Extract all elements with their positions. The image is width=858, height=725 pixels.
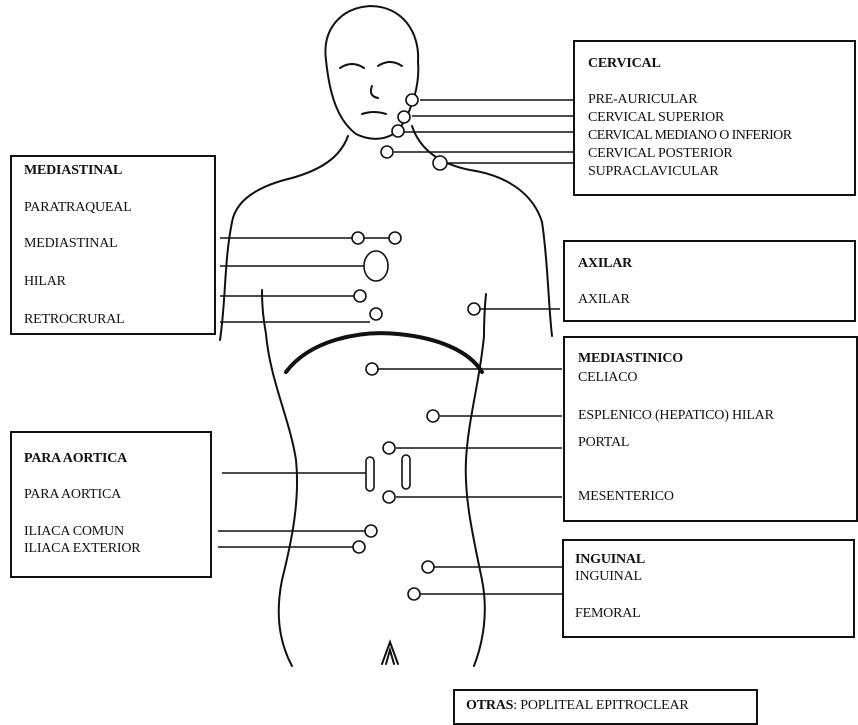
axilar-box	[563, 240, 856, 322]
cervical-title: CERVICAL	[588, 56, 661, 72]
mediastinal-title: MEDIASTINAL	[24, 163, 122, 179]
node-celiaco	[366, 363, 378, 375]
mediastinico-item-portal: PORTAL	[578, 435, 629, 451]
mediastinico-item-esplenico: ESPLENICO (HEPATICO) HILAR	[578, 408, 774, 424]
cervical-item-pre-auricular: PRE-AURICULAR	[588, 92, 697, 108]
node-inguinal	[422, 561, 434, 573]
otras-line: OTRAS: POPLITEAL EPITROCLEAR	[466, 698, 689, 714]
left-shoulder	[232, 136, 348, 222]
node-mesenterico	[383, 491, 395, 503]
cervical-item-supraclavicular: SUPRACLAVICULAR	[588, 164, 719, 180]
node-cervical-superior	[398, 111, 410, 123]
otras-title: OTRAS	[466, 698, 513, 713]
node-cervical-mediano	[392, 125, 404, 137]
node-paratraqueal-right	[389, 232, 401, 244]
right-arm-inner	[484, 294, 486, 336]
mediastinal-item-paratraqueal: PARATRAQUEAL	[24, 200, 132, 216]
inguinal-item-inguinal: INGUINAL	[575, 569, 642, 585]
mediastinal-item-retrocrural: RETROCRURAL	[24, 312, 124, 328]
inguinal-item-femoral: FEMORAL	[575, 606, 641, 622]
axilar-title: AXILAR	[578, 256, 632, 272]
node-hilar	[354, 290, 366, 302]
right-eye	[378, 62, 402, 66]
node-mediastinal	[364, 251, 388, 281]
diaphragm-curve	[286, 333, 482, 372]
right-torso	[466, 336, 485, 666]
mediastinico-item-celiaco: CELIACO	[578, 370, 637, 386]
node-para-aortica-right	[402, 455, 410, 489]
node-paratraqueal-left	[352, 232, 364, 244]
para-aortica-title: PARA AORTICA	[24, 451, 127, 467]
node-femoral	[408, 588, 420, 600]
right-arm-outer	[542, 222, 552, 336]
right-shoulder	[412, 126, 542, 222]
node-axilar	[468, 303, 480, 315]
cervical-item-posterior: CERVICAL POSTERIOR	[588, 146, 733, 162]
mediastinico-item-mesenterico: MESENTERICO	[578, 489, 674, 505]
left-torso	[266, 334, 297, 666]
node-esplenico	[427, 410, 439, 422]
node-iliaca-exterior	[353, 541, 365, 553]
left-eye	[340, 64, 364, 68]
node-retrocrural	[370, 308, 382, 320]
node-para-aortica-left	[366, 457, 374, 491]
otras-text: : POPLITEAL EPITROCLEAR	[513, 698, 688, 713]
axilar-item-axilar: AXILAR	[578, 292, 630, 308]
para-aortica-item-iliaca-exterior: ILIACA EXTERIOR	[24, 541, 140, 557]
cervical-item-mediano: CERVICAL MEDIANO O INFERIOR	[588, 128, 791, 144]
mediastinal-item-mediastinal: MEDIASTINAL	[24, 236, 117, 252]
nose	[371, 86, 378, 98]
node-pre-auricular	[406, 94, 418, 106]
node-iliaca-comun	[365, 525, 377, 537]
para-aortica-item-iliaca-comun: ILIACA COMUN	[24, 524, 124, 540]
inguinal-title: INGUINAL	[575, 552, 645, 568]
mediastinal-item-hilar: HILAR	[24, 274, 66, 290]
node-portal	[383, 442, 395, 454]
para-aortica-item-para-aortica: PARA AORTICA	[24, 487, 121, 503]
cervical-item-superior: CERVICAL SUPERIOR	[588, 110, 724, 126]
node-cervical-posterior	[381, 146, 393, 158]
mediastinico-title: MEDIASTINICO	[578, 351, 683, 367]
mouth	[362, 112, 386, 114]
node-supraclavicular	[433, 156, 447, 170]
